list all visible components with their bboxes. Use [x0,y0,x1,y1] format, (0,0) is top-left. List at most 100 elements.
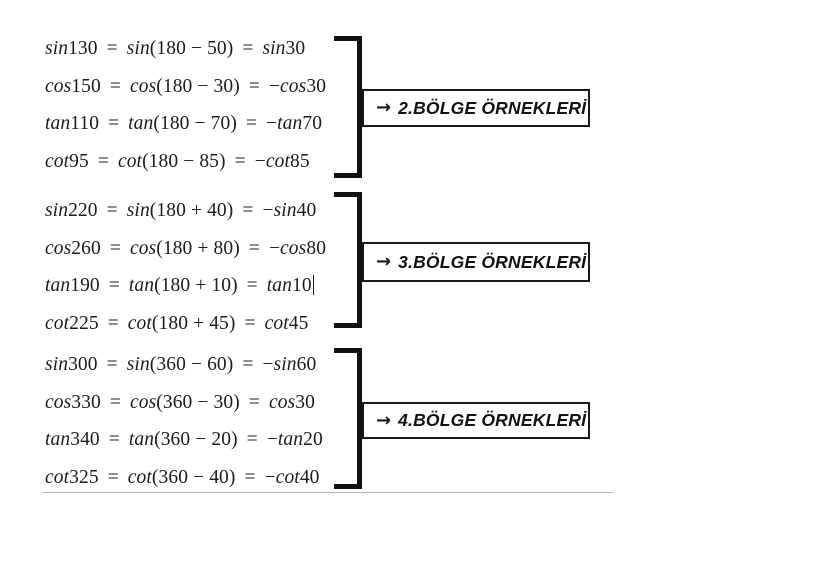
equals-sign: = [97,150,109,172]
lhs-angle: 150 [71,75,101,97]
result-angle: 80 [306,237,327,259]
open-paren: ( [156,75,163,97]
arrow-right-icon: → [376,97,392,118]
equals-sign: = [245,113,258,134]
lhs-function: cot [45,150,70,172]
lhs-angle: 110 [70,113,100,134]
lhs-angle: 260 [71,237,101,259]
mid-function: sin [126,38,150,59]
mid-function: tan [128,429,155,450]
equals-sign: = [109,391,121,413]
mid-function: tan [128,113,154,134]
open-paren: ( [142,150,149,172]
equals-sign: = [108,429,120,450]
text-cursor [312,275,314,295]
equals-sign: = [248,237,260,259]
result-function: tan [277,429,304,450]
equals-sign: = [108,113,120,134]
lhs-angle: 225 [69,312,99,334]
close-paren: ) [226,354,234,375]
reference-angle: 180 [148,150,179,172]
equation-row: cot225=cot(180+45)=cot45 [45,305,326,343]
mid-function: cos [129,391,157,413]
equation-row: tan110=tan(180−70)=−tan70 [45,105,326,143]
reference-angle: 360 [158,466,189,488]
offset-angle: 45 [209,312,229,334]
equation-row: tan190=tan(180+10)=tan10 [45,267,326,305]
offset-angle: 60 [207,354,227,375]
offset-angle: 30 [213,75,234,97]
reference-angle: 180 [158,312,189,334]
close-paren: ) [231,429,238,450]
open-paren: ( [153,113,160,134]
mid-function: cot [127,312,152,334]
offset-angle: 80 [213,237,234,259]
lhs-function: sin [45,354,69,375]
open-paren: ( [149,200,157,221]
open-paren: ( [149,354,157,375]
result-function: cot [265,150,290,172]
offset-angle: 10 [211,275,232,296]
equation-row: sin220=sin(180+40)=−sin40 [45,192,326,230]
equation-row: cos330=cos(360−30)=cos30 [45,384,323,422]
equals-sign: = [244,466,256,488]
offset-angle: 70 [210,113,231,134]
lhs-angle: 300 [68,354,98,375]
lhs-angle: 220 [68,200,98,221]
equals-sign: = [106,354,118,375]
label-box-quadrant-3[interactable]: → 3.BÖLGE ÖRNEKLERİ [362,242,590,282]
mid-function: cos [129,75,157,97]
result-function: tan [277,113,303,134]
label-text: 3.BÖLGE ÖRNEKLERİ [398,251,587,272]
mid-function: sin [126,200,150,221]
label-box-quadrant-2[interactable]: →2.BÖLGE ÖRNEKLERİ [362,89,590,127]
operator: + [193,312,205,334]
result-sign: − [268,75,281,97]
result-function: cos [280,75,307,97]
lhs-function: sin [45,38,69,59]
label-text: 4.BÖLGE ÖRNEKLERİ [398,410,587,430]
open-paren: ( [149,38,157,59]
mid-function: cot [127,466,152,488]
result-function: sin [273,200,297,221]
result-function: sin [273,354,297,375]
arrow-right-icon: → [376,251,392,272]
mid-function: sin [126,354,150,375]
operator: − [190,354,203,375]
result-angle: 70 [302,113,323,134]
equation-row: cos150=cos(180−30)=−cos30 [45,68,326,106]
result-function: cot [275,466,300,488]
operator: + [197,237,209,259]
equals-sign: = [242,200,254,221]
close-paren: ) [233,391,240,413]
close-paren: ) [228,466,236,488]
open-paren: ( [156,391,163,413]
offset-angle: 30 [213,391,234,413]
equals-sign: = [244,312,256,334]
close-paren: ) [226,38,234,59]
result-sign: − [254,150,266,172]
equation-row: cos260=cos(180+80)=−cos80 [45,230,326,268]
equals-sign: = [109,237,121,259]
offset-angle: 50 [207,38,227,59]
result-function: cos [280,237,307,259]
equation-row: cot325=cot(360−40)=−cot40 [45,459,323,497]
close-paren: ) [233,75,240,97]
lhs-function: tan [45,275,71,296]
group-bracket-quadrant-2 [334,36,362,178]
operator: − [197,391,209,413]
lhs-function: tan [45,429,71,450]
reference-angle: 180 [159,113,190,134]
equals-sign: = [246,429,258,450]
equation-row: sin300=sin(360−60)=−sin60 [45,346,323,384]
reference-angle: 180 [160,275,191,296]
label-box-quadrant-4[interactable]: → 4.BÖLGE ÖRNEKLERİ [362,402,590,439]
result-angle: 85 [289,150,310,172]
offset-angle: 20 [211,429,232,450]
arrow-right-icon: → [376,409,392,431]
close-paren: ) [219,150,226,172]
equals-sign: = [106,200,118,221]
open-paren: ( [151,466,159,488]
